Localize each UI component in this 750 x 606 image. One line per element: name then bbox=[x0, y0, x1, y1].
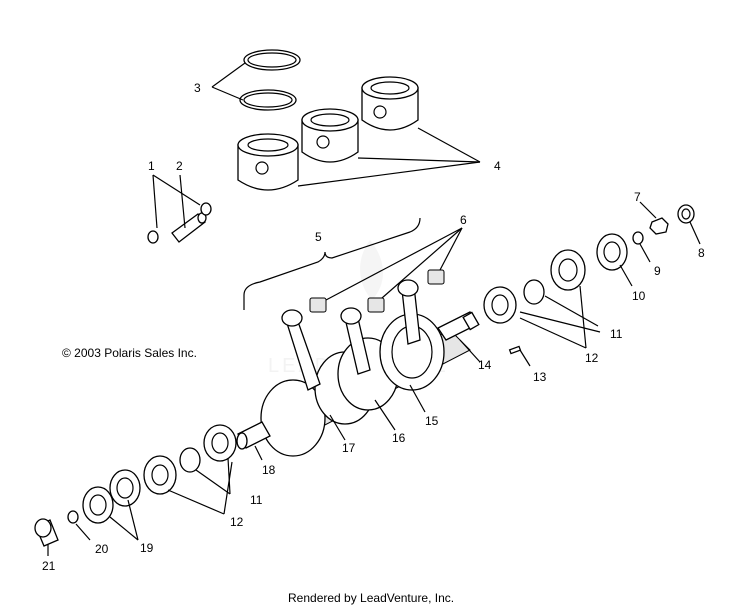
callout-1: 1 bbox=[148, 159, 155, 173]
wrist-pin-assembly bbox=[147, 174, 212, 244]
pistons bbox=[237, 76, 481, 191]
callout-9: 9 bbox=[654, 264, 661, 278]
callout-labels: 1 2 3 4 5 6 7 8 9 10 11 12 13 14 15 16 1… bbox=[42, 81, 705, 573]
callout-12: 12 bbox=[585, 351, 599, 365]
callout-11: 11 bbox=[610, 327, 623, 341]
callout-20: 20 bbox=[95, 542, 109, 556]
callout-11b: 11 bbox=[250, 493, 263, 507]
callout-8: 8 bbox=[698, 246, 705, 260]
callout-15: 15 bbox=[425, 414, 439, 428]
copyright-text: © 2003 Polaris Sales Inc. bbox=[62, 346, 197, 360]
callout-19: 19 bbox=[140, 541, 154, 555]
right-side-parts bbox=[254, 201, 701, 461]
callout-4: 4 bbox=[494, 159, 501, 173]
bracket-crank-assembly bbox=[243, 217, 421, 310]
callout-12b: 12 bbox=[230, 515, 244, 529]
callout-6: 6 bbox=[460, 213, 467, 227]
callout-21: 21 bbox=[42, 559, 56, 573]
footer-credit: Rendered by LeadVenture, Inc. bbox=[288, 591, 454, 605]
callout-7: 7 bbox=[634, 190, 641, 204]
callout-17: 17 bbox=[342, 441, 356, 455]
callout-5: 5 bbox=[315, 230, 322, 244]
left-side-parts bbox=[34, 424, 237, 556]
piston-rings bbox=[211, 49, 301, 111]
callout-16: 16 bbox=[392, 431, 406, 445]
callout-10: 10 bbox=[632, 289, 646, 303]
callout-3: 3 bbox=[194, 81, 201, 95]
crankshaft-assembly bbox=[236, 227, 480, 457]
callout-13: 13 bbox=[533, 370, 547, 384]
callout-2: 2 bbox=[176, 159, 183, 173]
callout-14: 14 bbox=[478, 358, 492, 372]
callout-18: 18 bbox=[262, 463, 276, 477]
